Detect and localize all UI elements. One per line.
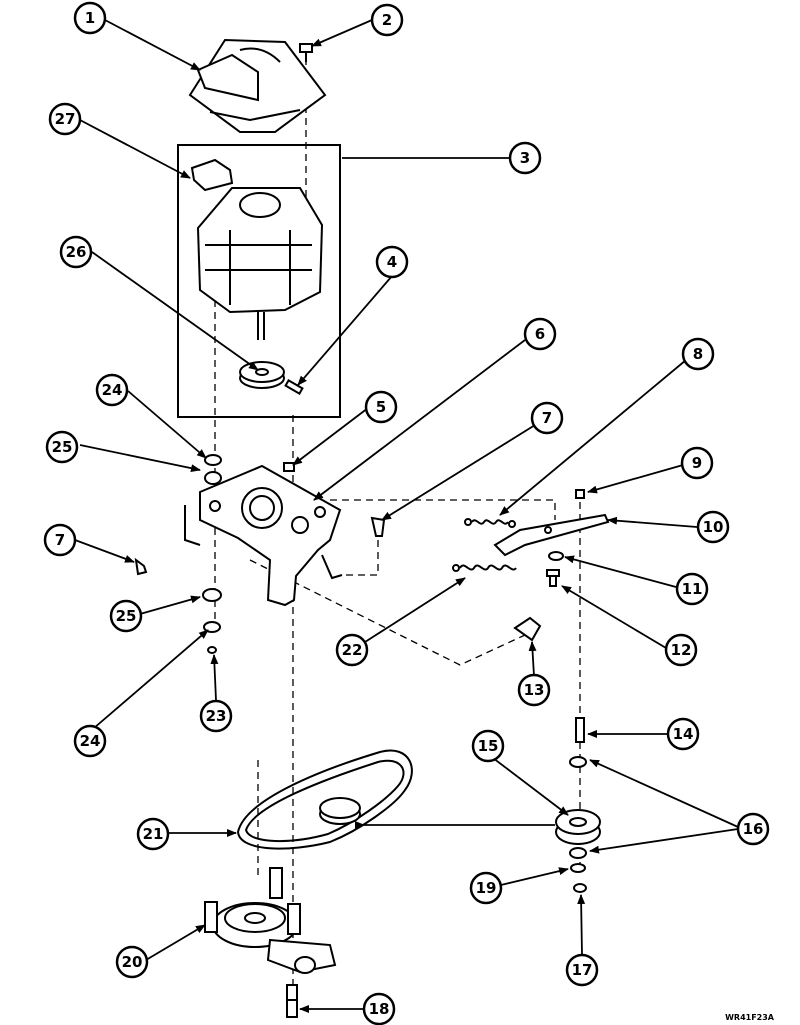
svg-text:2: 2 — [382, 11, 392, 29]
svg-text:17: 17 — [572, 961, 593, 979]
idler-stud — [575, 717, 585, 743]
callout-11: 11 — [675, 572, 709, 606]
svg-text:10: 10 — [703, 518, 724, 536]
idler-washers — [569, 756, 587, 859]
svg-text:3: 3 — [520, 149, 530, 167]
motor-mounting-bracket — [184, 464, 343, 607]
cover-screw — [299, 43, 313, 62]
callout-21: 21 — [136, 817, 170, 851]
svg-text:22: 22 — [342, 641, 363, 659]
svg-text:5: 5 — [376, 398, 386, 416]
svg-text:24: 24 — [80, 732, 101, 750]
callout-9: 9 — [680, 446, 714, 480]
callout-19: 19 — [469, 871, 503, 905]
callout-27: 27 — [48, 102, 82, 136]
bracket-nut — [283, 462, 295, 472]
callout-1: 1 — [73, 1, 107, 35]
svg-text:21: 21 — [143, 825, 164, 843]
svg-text:11: 11 — [682, 580, 703, 598]
callout-13: 13 — [517, 673, 551, 707]
callout-14: 14 — [666, 717, 700, 751]
drive-motor — [196, 187, 324, 340]
svg-text:1: 1 — [85, 9, 95, 27]
svg-text:6: 6 — [535, 325, 545, 343]
motor-assembly-box — [177, 144, 341, 418]
svg-text:14: 14 — [673, 725, 694, 743]
drain-pump — [204, 867, 337, 974]
callout-24-upper: 24 — [95, 373, 129, 407]
callout-2: 2 — [370, 3, 404, 37]
callout-3: 3 — [508, 141, 542, 175]
drawing-code: WR41F23A — [725, 1013, 775, 1022]
leader-lines — [74, 19, 739, 1013]
callout-7-left: 7 — [43, 523, 77, 557]
motor-key — [284, 379, 304, 395]
callout-15: 15 — [471, 729, 505, 763]
tension-spring — [452, 564, 517, 572]
callout-17: 17 — [565, 953, 599, 987]
svg-text:12: 12 — [671, 641, 692, 659]
callout-4: 4 — [375, 245, 409, 279]
svg-text:9: 9 — [692, 454, 702, 472]
drive-belt — [236, 749, 413, 850]
callout-16: 16 — [736, 812, 770, 846]
motor-mount-cover — [188, 38, 327, 133]
callout-18: 18 — [362, 992, 396, 1025]
svg-text:4: 4 — [387, 253, 397, 271]
svg-text:25: 25 — [116, 607, 137, 625]
extension-spring — [464, 518, 516, 528]
e-ring — [573, 883, 587, 893]
pump-washer — [570, 863, 586, 873]
callout-22: 22 — [335, 633, 369, 667]
svg-text:26: 26 — [66, 243, 87, 261]
rubber-grommet-upper — [204, 454, 222, 485]
bracket-screw — [134, 516, 386, 576]
svg-text:13: 13 — [524, 681, 545, 699]
pump-bolt — [286, 984, 298, 1018]
callout-10: 10 — [696, 510, 730, 544]
svg-text:19: 19 — [476, 879, 497, 897]
callouts: 1 2 3 4 5 6 7 8 9 10 11 12 13 14 15 16 1… — [43, 1, 770, 1025]
svg-text:16: 16 — [743, 820, 764, 838]
callout-23: 23 — [199, 699, 233, 733]
svg-text:7: 7 — [542, 409, 552, 427]
svg-text:18: 18 — [369, 1000, 390, 1018]
clip-nut — [575, 489, 585, 499]
svg-text:25: 25 — [52, 438, 73, 456]
svg-text:15: 15 — [478, 737, 499, 755]
svg-text:23: 23 — [206, 707, 227, 725]
idler-washer — [548, 551, 564, 561]
svg-text:27: 27 — [55, 110, 76, 128]
callout-6: 6 — [523, 317, 557, 351]
wire-clip — [190, 158, 234, 192]
rubber-grommet-lower — [202, 588, 222, 654]
callout-8: 8 — [681, 337, 715, 371]
svg-text:8: 8 — [693, 345, 703, 363]
callout-7-right: 7 — [530, 401, 564, 435]
callout-12: 12 — [664, 633, 698, 667]
idler-shoulder-bolt — [546, 569, 560, 587]
callout-20: 20 — [115, 945, 149, 979]
callout-24-lower: 24 — [73, 724, 107, 758]
svg-text:7: 7 — [55, 531, 65, 549]
callout-5: 5 — [364, 390, 398, 424]
svg-text:24: 24 — [102, 381, 123, 399]
callout-25-lower: 25 — [109, 599, 143, 633]
motor-pulley — [239, 361, 285, 389]
spring-anchor-clip — [513, 616, 542, 642]
callout-25-upper: 25 — [45, 430, 79, 464]
callout-26: 26 — [59, 235, 93, 269]
svg-text:20: 20 — [122, 953, 143, 971]
idler-pulley — [555, 809, 601, 845]
